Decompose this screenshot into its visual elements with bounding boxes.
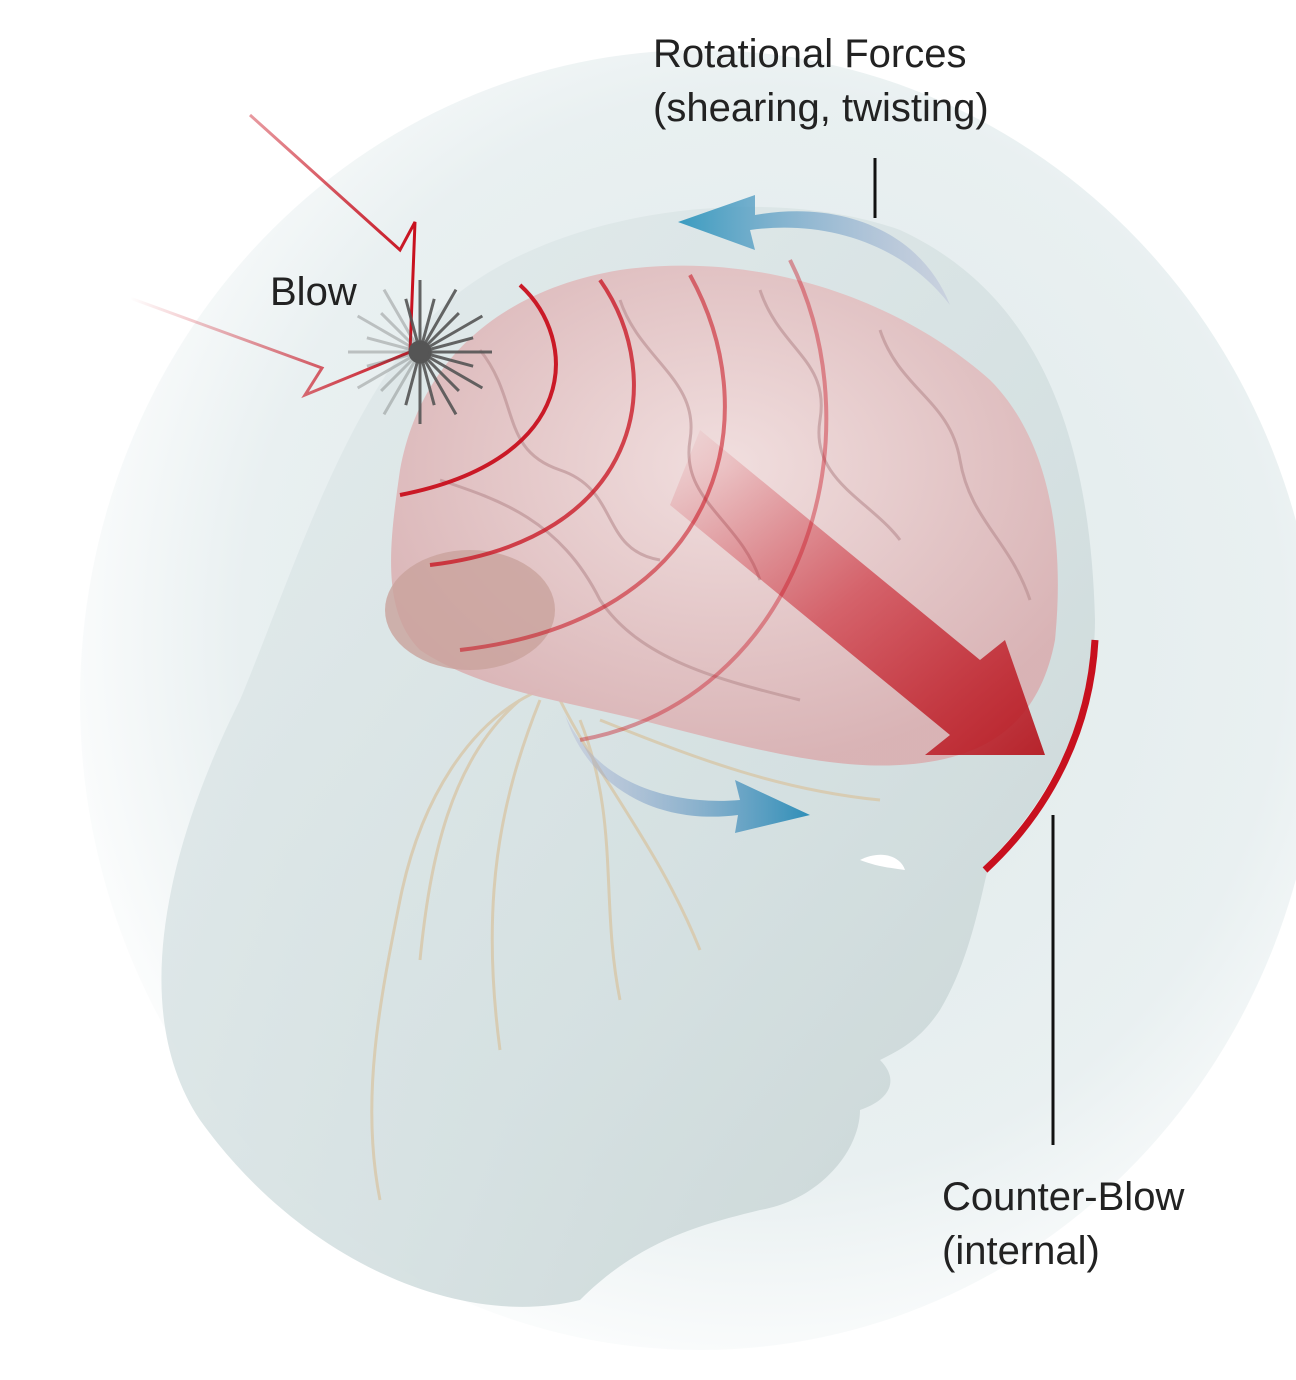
counter-blow-label: Counter-Blow (internal) [942,1170,1184,1278]
counter-blow-title: Counter-Blow [942,1175,1185,1219]
starburst-ray [419,350,484,390]
starburst-ray [419,314,484,354]
starburst-center [408,340,432,364]
starburst-ray [356,350,421,390]
counter-blow-subtitle: (internal) [942,1229,1100,1273]
counter-blow-arc [982,639,1099,873]
rotation-arrow-bottom [565,715,810,833]
impact-direction-arrow [670,430,1045,755]
rotational-forces-subtitle: (shearing, twisting) [653,86,989,130]
eye [860,854,905,870]
cerebellum [385,550,555,670]
starburst-ray [382,288,422,353]
starburst-ray [356,314,421,354]
starburst-ray [382,351,422,416]
rotational-forces-title: Rotational Forces [653,32,967,76]
rotational-forces-label: Rotational Forces (shearing, twisting) [653,27,989,135]
impact-starburst [348,280,492,424]
rotation-arrow-top [678,195,950,305]
starburst-ray [418,288,458,353]
brain-folds [439,289,1032,702]
starburst-ray [418,351,458,416]
blow-label: Blow [270,270,357,314]
